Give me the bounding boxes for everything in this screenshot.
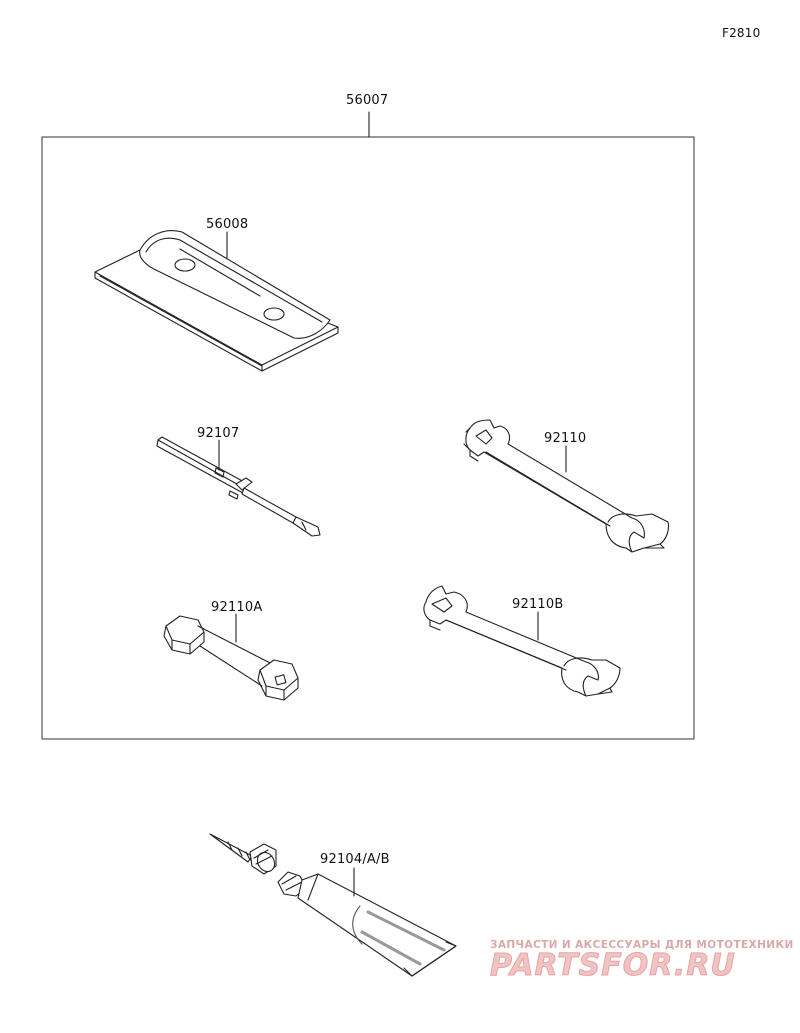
grease-tube-drawing	[209, 833, 457, 977]
kit-frame	[41, 136, 695, 740]
socket-wrench-part-number: 92110A	[211, 600, 263, 615]
wrench-b-part-number: 92110B	[512, 597, 564, 612]
tool-case-drawing	[94, 230, 339, 372]
grease-tube-part-number: 92104/A/B	[320, 852, 390, 867]
watermark-tagline: ЗАПЧАСТИ И АКСЕССУАРЫ ДЛЯ МОТОТЕХНИКИ	[490, 939, 794, 951]
watermark-logo: PARTSFOR.RU	[490, 948, 736, 984]
case-part-number: 56008	[206, 217, 249, 232]
wrench-a-drawing	[463, 419, 670, 553]
screwdriver-part-number: 92107	[197, 426, 240, 441]
kit-part-number: 56007	[346, 93, 389, 108]
screwdriver-drawing	[156, 436, 321, 537]
socket-wrench-drawing	[163, 613, 299, 701]
wrench-b-drawing	[423, 585, 621, 697]
wrench-a-part-number: 92110	[544, 431, 587, 446]
figure-code: F2810	[722, 26, 761, 40]
